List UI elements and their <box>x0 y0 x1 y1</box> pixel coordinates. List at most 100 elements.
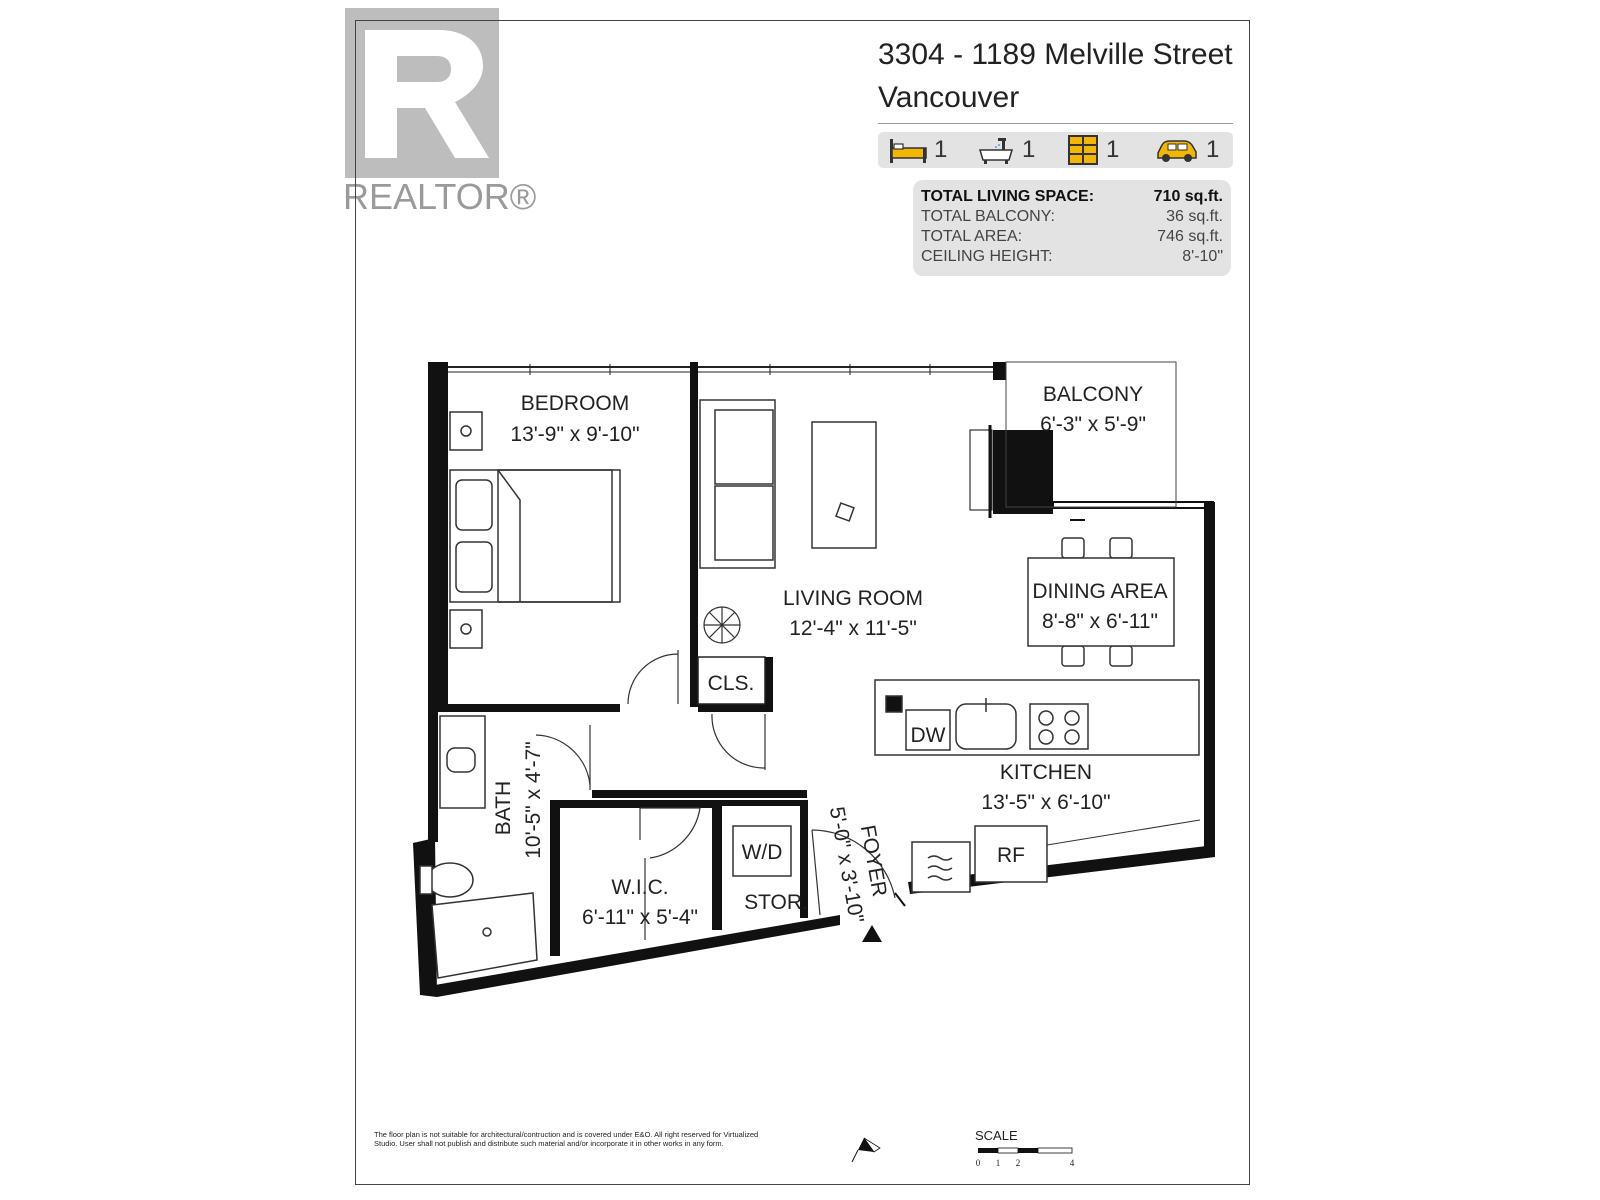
living-space-label: TOTAL LIVING SPACE: <box>921 188 1095 205</box>
bed-icon <box>449 469 621 603</box>
bed-icon <box>890 139 927 163</box>
scale-tick-2: 2 <box>1016 1158 1021 1168</box>
kitchen-dimensions: 13'-5" x 6'-10" <box>981 791 1110 814</box>
page-frame <box>355 20 1250 1185</box>
address-line-1: 3304 - 1189 Melville Street <box>878 38 1233 71</box>
ceiling-height-value: 8'-10" <box>1182 248 1223 265</box>
scale-tick-4: 4 <box>1070 1158 1075 1168</box>
coffee-table-icon <box>811 421 877 549</box>
storage-locker-icon <box>1068 135 1098 165</box>
bath-door-icon <box>535 725 591 790</box>
nightstand-icon <box>449 411 483 649</box>
realtor-logo: REALTOR® <box>343 8 536 218</box>
closet-outline <box>697 656 766 705</box>
wall-bath-west-upper <box>428 712 438 842</box>
living-space-row: TOTAL LIVING SPACE: 710 sq.ft. <box>921 188 1223 208</box>
bath-name: BATH <box>492 781 515 835</box>
storage-name: STOR. <box>744 891 808 914</box>
wall-wic-top <box>550 800 720 808</box>
dining-table-icon <box>1027 537 1175 667</box>
wic-door-icon <box>639 807 701 940</box>
balcony-name: BALCONY <box>1043 383 1143 406</box>
wall-bed-living <box>690 362 698 707</box>
wall-stor-top <box>722 800 802 806</box>
wall-hall-south <box>592 790 807 798</box>
foyer-dimensions: 5'-0" x 3'-10" <box>825 805 868 925</box>
dining-area-name: DINING AREA <box>1032 580 1167 603</box>
feature-counts: 1 1 1 1 <box>878 132 1233 168</box>
bedroom-door-icon <box>627 650 679 705</box>
fridge-icon <box>974 825 1048 883</box>
closet-name: CLS. <box>708 672 755 695</box>
balcony-area-value: 36 sq.ft. <box>1166 208 1223 225</box>
ceiling-height-label: CEILING HEIGHT: <box>921 248 1053 265</box>
wall-closet-south <box>698 704 773 712</box>
north-arrow-icon <box>851 1137 881 1163</box>
bathtub-icon <box>978 138 1014 164</box>
wall-bed-south <box>448 704 620 712</box>
bedroom-dimensions: 13'-9" x 9'-10" <box>510 423 639 446</box>
balcony-door-icon <box>969 425 1085 521</box>
wall-east <box>1204 502 1215 857</box>
bedroom-name: BEDROOM <box>521 392 630 415</box>
realtor-r-icon <box>365 30 489 158</box>
bath-dimensions: 10'-5" x 4'-7" <box>522 741 545 858</box>
balcony-column <box>993 430 1053 514</box>
microwave-icon <box>911 841 971 893</box>
balcony-area-label: TOTAL BALCONY: <box>921 208 1055 225</box>
kitchen-counter-edge <box>1046 819 1201 846</box>
dishwasher-label: DW <box>911 724 946 747</box>
wic-dimensions: 6'-11" x 5'-4" <box>582 906 698 929</box>
total-area-label: TOTAL AREA: <box>921 228 1023 245</box>
balcony-area-row: TOTAL BALCONY: 36 sq.ft. <box>921 208 1223 228</box>
ceiling-height-row: CEILING HEIGHT: 8'-10" <box>921 248 1223 268</box>
wall-bath-wic <box>550 806 560 956</box>
realtor-logo-text: REALTOR® <box>343 176 537 217</box>
wall-top-right-post <box>993 362 1006 380</box>
bathroom-fixtures <box>419 715 538 979</box>
living-room-name: LIVING ROOM <box>783 587 923 610</box>
address-divider <box>878 123 1233 124</box>
bedroom-count-value: 1 <box>934 136 948 163</box>
disclaimer-text: The floor plan is not suitable for archi… <box>374 1130 759 1148</box>
closet-door-icon <box>711 713 766 770</box>
scale-bar: 0 1 2 4 <box>976 1147 1075 1168</box>
washer-dryer-label: W/D <box>742 841 783 864</box>
balcony-outline <box>1005 361 1177 508</box>
living-room-dimensions: 12'-4" x 11'-5" <box>789 617 917 640</box>
total-area-value: 746 sq.ft. <box>1157 228 1223 245</box>
entry-door-icon <box>811 829 906 916</box>
storage-count-value: 1 <box>1106 136 1120 163</box>
scale-tick-0: 0 <box>976 1158 981 1168</box>
parking-count: 1 <box>1154 132 1219 168</box>
total-area-row: TOTAL AREA: 746 sq.ft. <box>921 228 1223 248</box>
wic-name: W.I.C. <box>611 876 668 899</box>
entry-arrow-icon <box>862 925 882 942</box>
area-summary: TOTAL LIVING SPACE: 710 sq.ft. TOTAL BAL… <box>913 180 1231 276</box>
plant-icon <box>703 606 741 644</box>
wall-wic-stor <box>712 800 722 930</box>
bedroom-count: 1 <box>888 132 947 168</box>
wall-stor-foyer <box>800 800 808 918</box>
realtor-logo-mark <box>345 8 499 178</box>
dining-area-dimensions: 8'-8" x 6'-11" <box>1042 610 1158 633</box>
address-line-2: Vancouver <box>878 81 1020 114</box>
living-space-value: 710 sq.ft. <box>1153 188 1223 205</box>
window-wall <box>446 364 1000 375</box>
kitchen-counter <box>874 679 1200 756</box>
balcony-dimensions: 6'-3" x 5'-9" <box>1040 413 1146 436</box>
scale-label: SCALE <box>975 1128 1018 1143</box>
bathroom-count-value: 1 <box>1022 136 1036 163</box>
car-icon <box>1157 140 1197 162</box>
kitchen-name: KITCHEN <box>1000 761 1092 784</box>
wall-closet-east <box>765 657 773 712</box>
wall-south-west <box>435 915 840 997</box>
fridge-label: RF <box>997 844 1025 867</box>
wall-west-upper <box>428 362 448 712</box>
washer-dryer-icon <box>732 825 792 877</box>
sofa-icon <box>699 399 776 569</box>
storage-count: 1 <box>1066 132 1119 168</box>
parking-count-value: 1 <box>1206 136 1220 163</box>
bathroom-count: 1 <box>976 132 1035 168</box>
